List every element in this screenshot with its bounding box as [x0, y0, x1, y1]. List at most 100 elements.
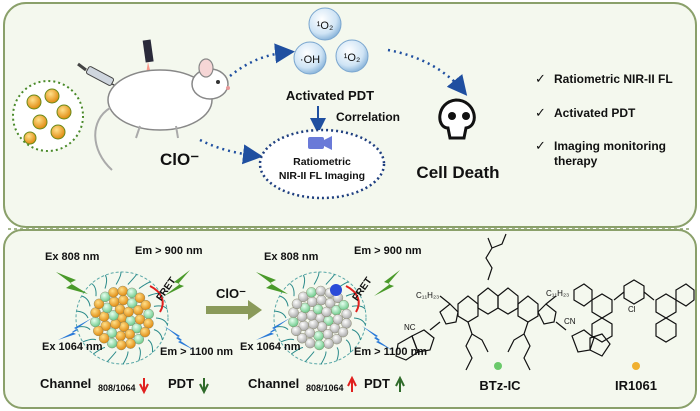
- feature-item: Ratiometric NIR-II FL: [554, 72, 673, 86]
- bolt-blue-icon: [58, 318, 92, 340]
- nanoparticle-sphere: [126, 287, 138, 299]
- nanoparticle-sphere: [124, 329, 135, 340]
- nanoparticle-sphere: [109, 296, 120, 307]
- top-panel: [3, 2, 697, 228]
- surface-chain: [93, 346, 106, 355]
- cell-death-label: Cell Death: [416, 163, 499, 182]
- surface-chain: [325, 274, 336, 285]
- nanoparticle-sphere: [331, 333, 342, 345]
- nanoparticle-sphere: [291, 298, 303, 310]
- surface-chain: [76, 310, 89, 319]
- arrow-mouse-to-pdt: [229, 43, 295, 77]
- ir-color-dot: [632, 362, 640, 370]
- nanoparticle-sphere: [337, 326, 349, 338]
- btz-cn-left: NC: [404, 323, 416, 332]
- btz-chain-left: C₁₁H₂₃: [416, 291, 439, 300]
- bolt-green-icon: [164, 270, 190, 296]
- nanoparticle-sphere: [306, 287, 317, 298]
- bolt-green-icon: [256, 272, 288, 294]
- surface-chain: [353, 317, 366, 326]
- nanoparticle-sphere: [308, 318, 319, 330]
- nanoparticle-sphere: [288, 307, 299, 318]
- surface-chain: [115, 271, 122, 285]
- correlation-label: Correlation: [336, 110, 400, 124]
- surface-chain: [304, 351, 315, 362]
- nanoparticle-sphere: [304, 327, 316, 339]
- imaging-line2: NIR-II FL Imaging: [279, 170, 365, 182]
- btz-ic-structure: [395, 233, 611, 371]
- nanoparticle-sphere: [332, 314, 344, 325]
- btz-ic-name: BTz-IC: [479, 378, 521, 393]
- nanoparticle-sphere: [116, 339, 127, 351]
- left-ex1064: Ex 1064 nm: [42, 341, 103, 353]
- surface-chain: [351, 305, 366, 310]
- ros-1o2-right: ¹O₂: [344, 52, 361, 64]
- nanoparticle-sphere: [143, 318, 154, 329]
- left-channel: Channel: [40, 376, 91, 391]
- feature-item: therapy: [554, 154, 598, 168]
- nanoparticle-sphere: [117, 285, 128, 297]
- surface-chain: [104, 274, 108, 289]
- mouse-icon: [94, 58, 230, 171]
- nanoparticle-sphere: [322, 329, 333, 340]
- surface-chain: [91, 283, 97, 297]
- surface-chain: [291, 346, 304, 355]
- nanoparticle-sphere: [90, 316, 101, 328]
- nanoparticle-sphere: [110, 318, 121, 330]
- ir1061-structure: [573, 279, 695, 343]
- nanoparticle-sphere: [98, 333, 110, 344]
- surface-chain: [279, 295, 289, 307]
- nanoparticle-after: [273, 271, 367, 365]
- nanoparticle-sphere: [313, 330, 324, 342]
- red-down-arrow-icon: [139, 378, 149, 395]
- nanoparticle-cluster: [12, 80, 84, 152]
- surface-chain: [302, 274, 306, 289]
- nanoparticle-sphere: [307, 296, 318, 307]
- surface-chain: [336, 347, 339, 361]
- right-channel-sub: 808/1064: [306, 383, 344, 393]
- nanoparticle-sphere: [100, 291, 111, 303]
- nanoparticle-sphere: [296, 333, 308, 344]
- right-ex1064: Ex 1064 nm: [240, 341, 301, 353]
- nanoparticle-sphere: [298, 291, 309, 303]
- ir-cl-label: Cl: [628, 305, 636, 314]
- surface-chain: [280, 338, 295, 343]
- video-camera-icon: [308, 136, 332, 150]
- surface-chain: [155, 317, 168, 326]
- bolt-green-icon: [56, 272, 88, 294]
- right-ex808: Ex 808 nm: [264, 251, 319, 263]
- check-icon: ✓: [535, 71, 546, 86]
- nanoparticle-sphere: [338, 299, 349, 311]
- green-down-arrow-icon: [199, 378, 209, 395]
- nanoparticle-sphere: [125, 338, 136, 349]
- nanoparticle-sphere: [140, 299, 151, 311]
- imaging-ellipse: [258, 128, 386, 200]
- nanoparticle-sphere: [106, 327, 118, 339]
- clo-label-top: ClO⁻: [160, 150, 199, 169]
- nanoparticle-sphere: [123, 306, 134, 318]
- btz-color-dot: [494, 362, 502, 370]
- nanoparticle-sphere: [315, 285, 326, 297]
- surface-chain: [106, 351, 117, 362]
- btz-cn-right: CN: [564, 317, 576, 326]
- nanoparticle-sphere: [321, 306, 332, 318]
- green-up-arrow-icon: [395, 375, 405, 392]
- right-pdt: PDT: [364, 376, 390, 391]
- skull-icon: [438, 98, 476, 140]
- btz-chain-right: C₁₁H₂₃: [546, 289, 569, 298]
- nanoparticle-sphere: [143, 308, 154, 320]
- surface-chain: [345, 292, 360, 297]
- nanoparticle-sphere: [324, 297, 336, 309]
- feature-item: Imaging monitoring: [554, 139, 666, 153]
- bolt-green-icon: [374, 270, 400, 296]
- red-up-arrow-icon: [347, 375, 357, 392]
- nanoparticle-before: [75, 271, 169, 365]
- surface-chain: [153, 329, 163, 341]
- nanoparticle-sphere: [90, 307, 101, 318]
- check-icon: ✓: [535, 138, 546, 153]
- nanoparticle-sphere: [93, 325, 104, 337]
- nanoparticle-sphere: [291, 325, 302, 337]
- nanoparticle-sphere: [134, 314, 146, 325]
- nanoparticle-sphere: [323, 338, 334, 349]
- nanoparticle-sphere: [126, 297, 138, 309]
